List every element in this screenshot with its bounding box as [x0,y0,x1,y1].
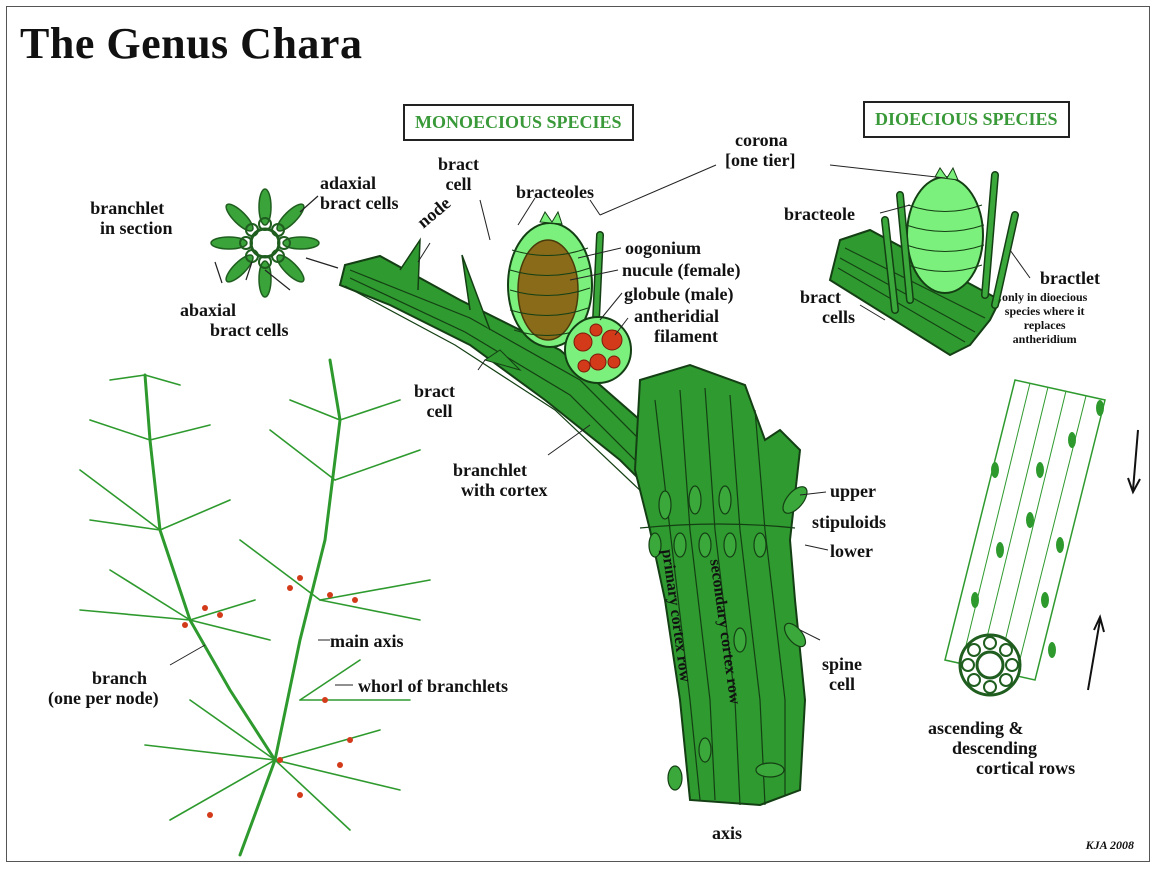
label-bracteole: bracteole [784,204,855,224]
label-whorl-of-branchlets: whorl of branchlets [358,676,508,696]
cortical-rows-drawing [945,380,1140,695]
label-globule: globule (male) [624,284,734,304]
label-corona: corona[one tier] [725,130,795,170]
label-main-axis: main axis [330,631,404,651]
signature: KJA 2008 [1086,838,1134,853]
label-stipuloids: stipuloids [812,512,886,532]
branchlet-section-drawing [211,189,319,297]
label-lower: lower [830,541,873,561]
label-bracteoles: bracteoles [516,182,594,202]
label-bractlet: bractlet [1040,268,1100,288]
dioecious-drawing [830,168,1015,355]
whole-plant-drawing [80,360,430,855]
label-upper: upper [830,481,876,501]
label-branch: branch(one per node) [48,668,159,708]
label-axis: axis [712,823,742,843]
label-nucule: nucule (female) [622,260,740,280]
label-oogonium: oogonium [625,238,701,258]
